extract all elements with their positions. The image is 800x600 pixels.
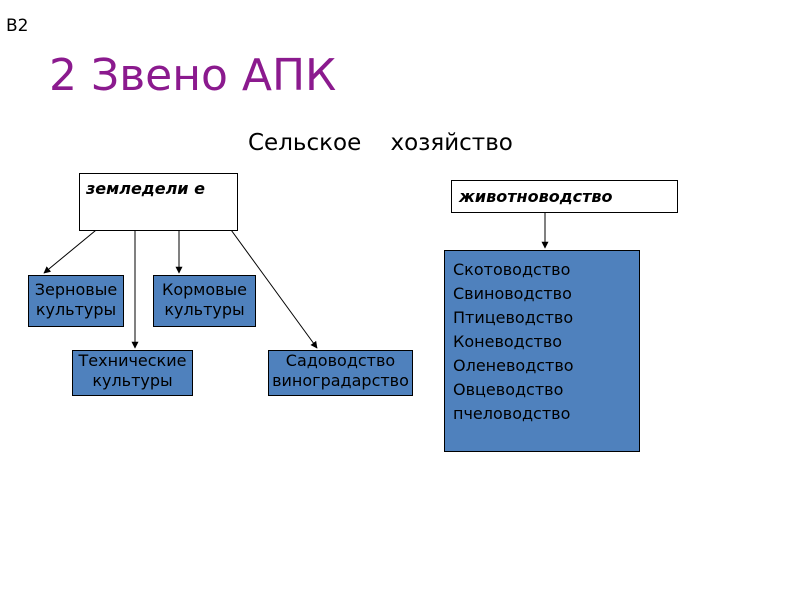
slide-title: 2 Звено АПК (49, 50, 337, 101)
list-item: Оленеводство (453, 356, 574, 375)
forage-crops-label: Кормовые культуры (161, 280, 248, 319)
list-item: Птицеводство (453, 308, 574, 327)
list-item: Овцеводство (453, 380, 564, 399)
livestock-label: животноводство (459, 187, 613, 206)
forage-crops-box (153, 275, 256, 327)
gardening-label: Садоводство виноградарство (272, 351, 409, 390)
list-item: Коневодство (453, 332, 563, 351)
grain-crops-box (28, 275, 124, 327)
list-item: пчеловодство (453, 404, 571, 423)
slide-number: B2 (6, 16, 29, 36)
technical-crops-label: Технические культуры (78, 351, 187, 390)
livestock-box: животноводство (451, 180, 678, 213)
farming-box: земледели е (79, 173, 238, 231)
livestock-list-box: Скотоводство Свиноводство Птицеводство К… (444, 250, 640, 452)
farming-label: земледели е (86, 179, 205, 198)
grain-crops-label: Зерновые культуры (34, 280, 118, 319)
gardening-box (268, 350, 413, 396)
list-item: Свиноводство (453, 284, 572, 303)
list-item: Скотоводство (453, 260, 571, 279)
arrow-to-gardening (217, 211, 318, 349)
diagram-heading: Сельское хозяйство (248, 130, 513, 156)
technical-crops-box (72, 350, 193, 396)
